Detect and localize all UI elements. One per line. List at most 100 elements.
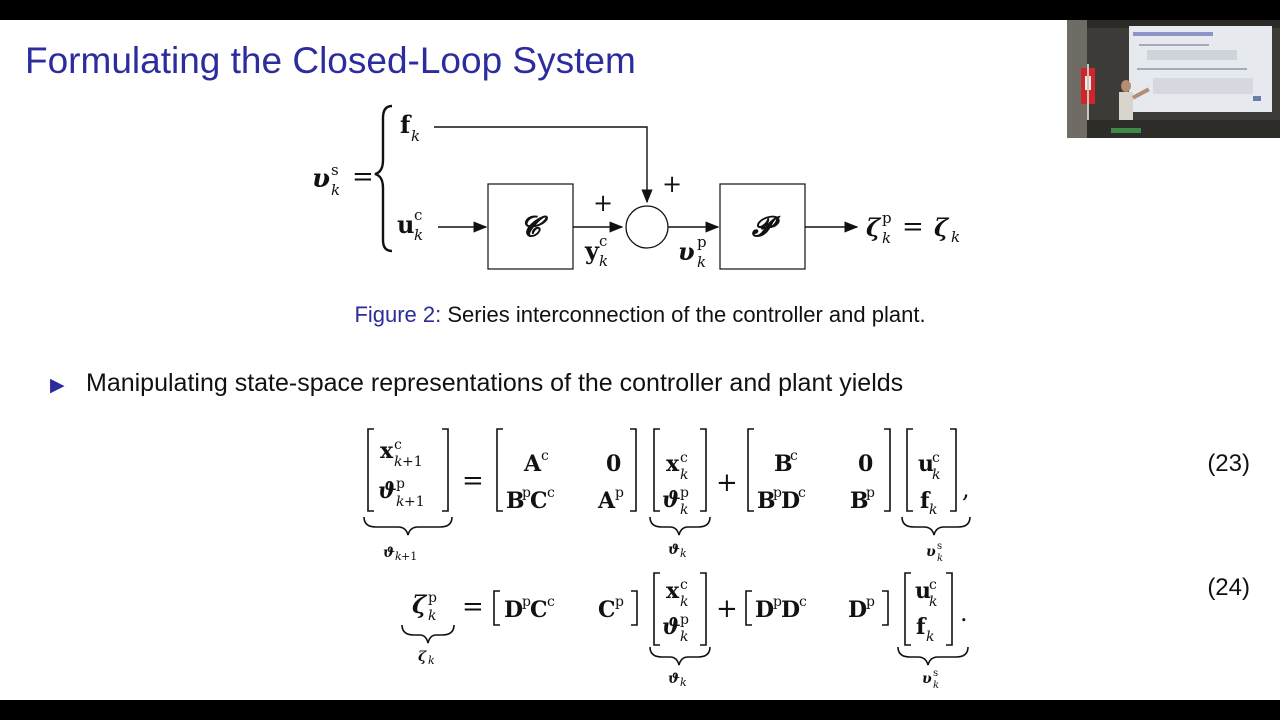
plus-sign-top: +	[662, 170, 682, 198]
svg-text:=: =	[902, 212, 924, 242]
svg-text:c: c	[599, 232, 607, 250]
f-signal-line	[434, 126, 653, 204]
svg-text:D: D	[755, 597, 774, 623]
svg-text:D: D	[781, 488, 800, 514]
svg-text:s: s	[937, 541, 942, 552]
plant-block	[719, 183, 806, 270]
svg-text:p: p	[866, 594, 875, 610]
svg-text:p: p	[773, 485, 782, 501]
svg-text:=: =	[462, 592, 484, 622]
svg-text:k: k	[396, 494, 404, 510]
svg-text:s: s	[933, 668, 938, 679]
svg-text:=: =	[352, 162, 374, 192]
svg-text:p: p	[866, 485, 875, 501]
figure-caption: Figure 2: Series interconnection of the …	[0, 302, 1280, 328]
figure-caption-text: Series interconnection of the controller…	[441, 302, 926, 327]
svg-text:k: k	[414, 226, 423, 244]
svg-text:ϑ: ϑ	[662, 487, 681, 513]
svg-text:k: k	[933, 680, 939, 691]
bullet-text: Manipulating state-space representations…	[86, 369, 904, 397]
svg-text:k: k	[882, 229, 891, 247]
svg-text:c: c	[541, 448, 549, 464]
svg-text:x: x	[666, 451, 680, 477]
svg-text:ζ: ζ	[866, 213, 882, 242]
svg-text:k: k	[411, 127, 420, 145]
svg-text:p: p	[680, 612, 689, 628]
svg-text:p: p	[522, 485, 531, 501]
plus-sign-left: +	[593, 189, 613, 217]
bullet-triangle-icon: ▶	[50, 375, 65, 396]
svg-text:s: s	[331, 161, 339, 179]
svg-text:C: C	[598, 597, 616, 623]
equation-number-24: (24)	[1207, 574, 1250, 601]
f-k-label: f k	[400, 110, 420, 145]
svg-text:D: D	[848, 597, 867, 623]
svg-text:k: k	[932, 467, 940, 483]
svg-text:c: c	[680, 450, 688, 466]
svg-text:υ: υ	[922, 671, 932, 687]
svg-text:u: u	[918, 451, 934, 477]
input-signal-label: υ s k =	[312, 161, 374, 199]
svg-text:k: k	[680, 547, 687, 560]
svg-text:c: c	[798, 485, 806, 501]
svg-text:+1: +1	[404, 494, 425, 510]
svg-text:k: k	[937, 553, 943, 564]
svg-text:k: k	[428, 654, 435, 667]
controller-block	[487, 183, 574, 270]
bullet-item: ▶ Manipulating state-space representation…	[50, 369, 903, 398]
svg-text:B: B	[506, 488, 525, 514]
svg-text:c: c	[929, 577, 937, 593]
slide-title: Formulating the Closed-Loop System	[25, 40, 636, 81]
svg-text:+: +	[716, 468, 738, 498]
svg-text:,: ,	[962, 475, 970, 503]
svg-text:k: k	[680, 502, 688, 518]
svg-text:+: +	[716, 594, 738, 624]
svg-text:k: k	[926, 629, 934, 645]
svg-text:y: y	[584, 236, 600, 265]
svg-text:f: f	[920, 488, 931, 514]
svg-text:k: k	[680, 467, 688, 483]
input-brace	[374, 104, 393, 253]
svg-text:k: k	[680, 594, 688, 610]
svg-text:p: p	[697, 233, 707, 251]
svg-text:k: k	[929, 594, 937, 610]
svg-text:ζ: ζ	[934, 213, 950, 242]
svg-text:c: c	[680, 577, 688, 593]
svg-text:k: k	[331, 181, 340, 199]
svg-text:C: C	[530, 488, 548, 514]
svg-text:ϑ: ϑ	[668, 671, 680, 687]
slide: Formulating the Closed-Loop System υ s k…	[0, 20, 1280, 700]
svg-text:.: .	[960, 599, 968, 627]
svg-text:f: f	[400, 110, 412, 139]
svg-text:k: k	[394, 454, 402, 470]
block-diagram: υ s k = f k u c k 𝓒	[312, 104, 960, 271]
svg-text:k: k	[680, 629, 688, 645]
svg-text:c: c	[799, 594, 807, 610]
svg-text:+1: +1	[402, 454, 423, 470]
svg-text:x: x	[666, 578, 680, 604]
svg-text:c: c	[394, 437, 402, 453]
svg-text:A: A	[523, 451, 542, 477]
svg-text:k: k	[697, 253, 706, 271]
svg-text:p: p	[773, 594, 782, 610]
svg-text:c: c	[547, 485, 555, 501]
webcam-inset	[1067, 20, 1280, 138]
svg-text:=: =	[462, 466, 484, 496]
svg-text:c: c	[932, 450, 940, 466]
svg-text:0: 0	[858, 451, 873, 477]
svg-text:k: k	[680, 676, 687, 689]
u-c-k-label: u c k	[397, 206, 423, 244]
svg-text:p: p	[396, 476, 405, 492]
svg-text:p: p	[615, 594, 624, 610]
svg-text:k: k	[929, 502, 937, 518]
svg-text:+1: +1	[401, 550, 417, 563]
svg-text:υ: υ	[926, 544, 936, 560]
figure-caption-label: Figure 2:	[354, 302, 442, 327]
svg-text:ϑ: ϑ	[383, 545, 395, 561]
v-p-k-label: υ p k	[678, 233, 707, 271]
svg-text:ζ: ζ	[418, 649, 427, 665]
svg-text:k: k	[428, 608, 436, 624]
